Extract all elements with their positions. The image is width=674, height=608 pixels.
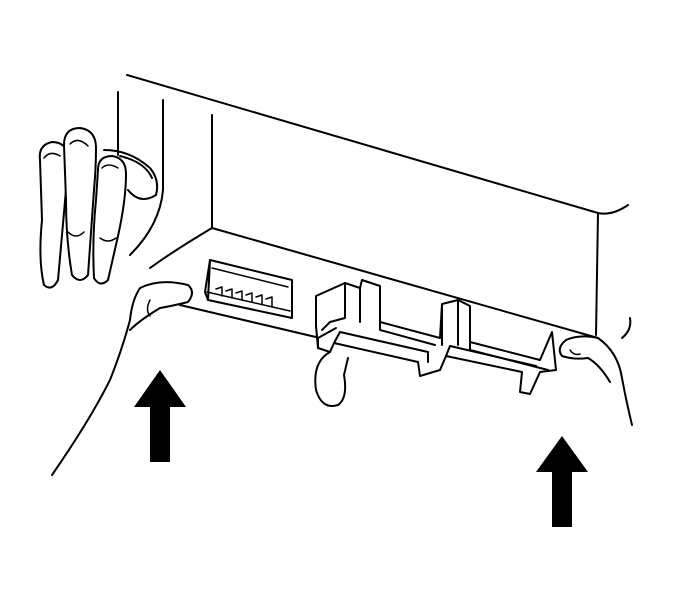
up-arrow-left [134,370,186,462]
left-upper-hand [38,127,159,289]
large-connector [314,279,557,407]
right-lower-hand [558,335,633,426]
left-lower-hand [51,281,193,476]
small-connector [204,259,293,319]
module-housing [117,74,632,339]
up-arrow-right [536,436,588,527]
